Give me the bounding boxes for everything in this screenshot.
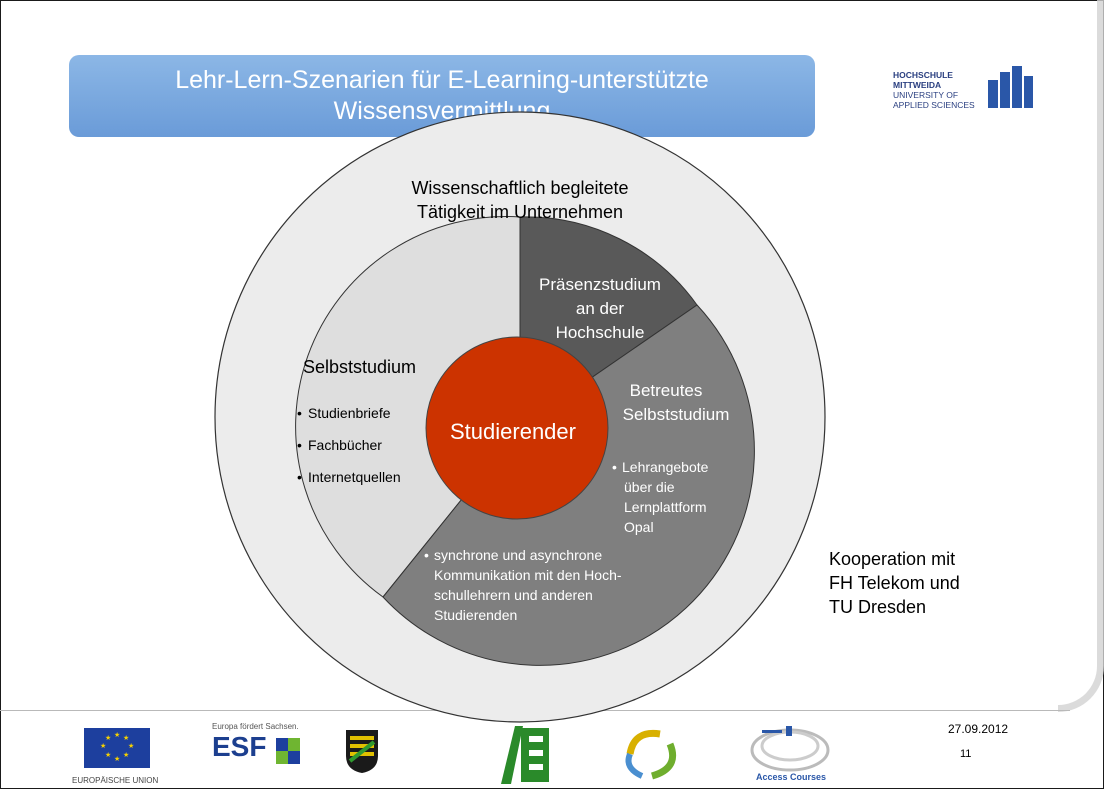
coop-line-2: FH Telekom und bbox=[829, 573, 960, 593]
partner-logo-green-icon bbox=[501, 726, 549, 784]
eu-flag-icon: ★★★ ★★★ ★★ bbox=[84, 728, 150, 768]
esf-wordmark: ESF bbox=[212, 731, 267, 762]
logo-text-3: UNIVERSITY OF bbox=[893, 90, 959, 100]
selbst-bullet-3: • bbox=[297, 469, 302, 485]
svg-text:★: ★ bbox=[123, 751, 129, 759]
lehr-label-1: Lehrangebote bbox=[622, 459, 709, 475]
komm-label-1: synchrone und asynchrone bbox=[434, 547, 602, 563]
lehr-label-3: Lernplattform bbox=[624, 499, 706, 515]
svg-text:★: ★ bbox=[105, 751, 111, 759]
hochschule-mittweida-logo: HOCHSCHULE MITTWEIDA UNIVERSITY OF APPLI… bbox=[893, 66, 1033, 126]
center-label: Studierender bbox=[450, 419, 576, 444]
title-line-1: Lehr-Lern-Szenarien für E-Learning-unter… bbox=[175, 66, 709, 94]
slide-date: 27.09.2012 bbox=[948, 722, 1009, 736]
access-courses-logo: Access Courses bbox=[748, 720, 832, 789]
praesenz-label-1: Präsenzstudium bbox=[539, 275, 661, 294]
saxony-coat-of-arms-icon bbox=[346, 730, 378, 773]
access-courses-label: Access Courses bbox=[756, 772, 827, 782]
logo-text-1: HOCHSCHULE bbox=[893, 70, 953, 80]
coop-line-3: TU Dresden bbox=[829, 597, 927, 617]
selbststudium-title: Selbststudium bbox=[303, 357, 416, 377]
svg-text:★: ★ bbox=[114, 731, 120, 739]
partner-logo-recycle-icon bbox=[625, 729, 677, 780]
selbststudium-sector bbox=[295, 216, 521, 598]
page-number: 11 bbox=[960, 748, 972, 760]
praesenz-label-2: an der bbox=[576, 299, 625, 318]
svg-text:★: ★ bbox=[105, 734, 111, 742]
cooperation-note: Kooperation mit FH Telekom und TU Dresde… bbox=[829, 547, 960, 619]
praesenz-label-3: Hochschule bbox=[556, 323, 645, 342]
logo-bars-icon bbox=[988, 66, 1033, 108]
komm-label-4: Studierenden bbox=[434, 607, 517, 623]
svg-text:★: ★ bbox=[114, 755, 120, 763]
komm-label-3: schullehrern und anderen bbox=[434, 587, 593, 603]
eu-logo: ★★★ ★★★ ★★ EUROPÄISCHE UNION bbox=[72, 726, 158, 788]
betreut-label-2: Selbststudium bbox=[623, 405, 730, 424]
selbst-bullet-1: • bbox=[297, 405, 302, 421]
lehr-bullet: • bbox=[612, 459, 617, 475]
esf-tagline: Europa fördert Sachsen. bbox=[212, 722, 299, 731]
selbst-bullet-2: • bbox=[297, 437, 302, 453]
komm-label-2: Kommunikation mit den Hoch- bbox=[434, 567, 622, 583]
center-circle bbox=[425, 336, 609, 520]
selbst-item-3: Internetquellen bbox=[308, 469, 401, 485]
svg-text:★: ★ bbox=[123, 734, 129, 742]
eu-label: EUROPÄISCHE UNION bbox=[72, 776, 159, 785]
lehr-label-4: Opal bbox=[624, 519, 654, 535]
outer-label-1: Wissenschaftlich begleitete bbox=[411, 178, 628, 198]
esf-logo: Europa fördert Sachsen. ESF bbox=[212, 722, 312, 788]
selbst-item-2: Fachbücher bbox=[308, 437, 382, 453]
svg-text:★: ★ bbox=[128, 742, 134, 750]
slide-title: Lehr-Lern-Szenarien für E-Learning-unter… bbox=[69, 55, 815, 137]
betreut-label-1: Betreutes bbox=[630, 381, 703, 400]
logo-text-2: MITTWEIDA bbox=[893, 80, 942, 90]
outer-label-2: Tätigkeit im Unternehmen bbox=[417, 202, 623, 222]
logo-text-4: APPLIED SCIENCES bbox=[893, 100, 975, 110]
esf-flag-icon bbox=[276, 738, 300, 764]
svg-text:★: ★ bbox=[100, 742, 106, 750]
access-courses-spiral-icon bbox=[750, 726, 830, 772]
komm-bullet: • bbox=[424, 547, 429, 563]
coop-line-1: Kooperation mit bbox=[829, 549, 956, 569]
selbst-item-1: Studienbriefe bbox=[308, 405, 391, 421]
lehr-label-2: über die bbox=[624, 479, 675, 495]
